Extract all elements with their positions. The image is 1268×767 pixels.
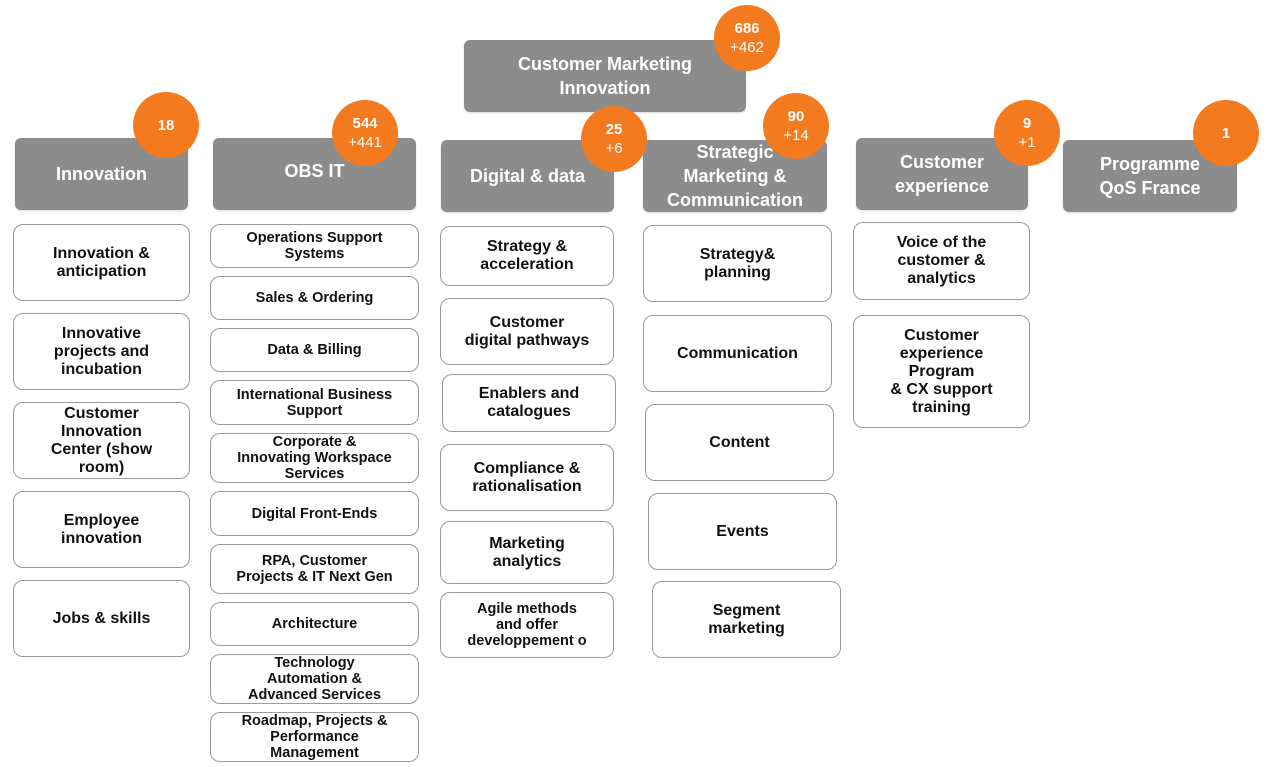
badge-obs-it: 544 +441 <box>332 100 398 166</box>
header-digital: Digital & data <box>441 140 614 212</box>
item-label: Corporate & Innovating Workspace Service… <box>237 434 392 482</box>
item-strategy-acceleration: Strategy & acceleration <box>440 226 614 286</box>
item-label: International Business Support <box>236 386 393 419</box>
item-technology-automation: Technology Automation & Advanced Service… <box>210 654 419 704</box>
item-label: Sales & Ordering <box>255 290 374 306</box>
top-badge-delta: +462 <box>730 39 764 56</box>
badge-cx-delta: +1 <box>1018 134 1036 151</box>
badge-obs-it-count: 544 <box>352 115 378 132</box>
item-label: Customer Innovation Center (show room) <box>50 404 153 476</box>
header-innovation-title: Innovation <box>56 164 147 184</box>
item-operations-support: Operations Support Systems <box>210 224 419 268</box>
item-sales-ordering: Sales & Ordering <box>210 276 419 320</box>
item-events: Events <box>648 493 837 570</box>
item-voice-of-customer: Voice of the customer & analytics <box>853 222 1030 300</box>
badge-innovation-count: 18 <box>157 116 175 134</box>
badge-obs-it-delta: +441 <box>348 134 382 151</box>
item-label: Architecture <box>271 616 358 632</box>
badge-digital-delta: +6 <box>605 140 623 157</box>
top-header: Customer Marketing Innovation <box>464 40 746 112</box>
item-label: Customer experience Program & CX support… <box>890 326 993 416</box>
item-data-billing: Data & Billing <box>210 328 419 372</box>
item-label: Digital Front-Ends <box>251 505 378 522</box>
item-label: Marketing analytics <box>489 534 565 570</box>
item-label: Communication <box>677 344 798 362</box>
item-label: Strategy& planning <box>699 245 776 281</box>
item-label: Events <box>716 522 769 540</box>
badge-qos: 1 <box>1193 100 1259 166</box>
item-roadmap-projects: Roadmap, Projects & Performance Manageme… <box>210 712 419 762</box>
badge-qos-count: 1 <box>1221 124 1231 142</box>
item-content: Content <box>645 404 834 481</box>
item-label: Compliance & rationalisation <box>472 459 582 495</box>
item-label: Employee innovation <box>61 511 142 547</box>
item-enablers-catalogues: Enablers and catalogues <box>442 374 616 432</box>
item-compliance-rationalisation: Compliance & rationalisation <box>440 444 614 511</box>
top-header-title: Customer Marketing Innovation <box>517 54 693 98</box>
item-customer-innovation-center: Customer Innovation Center (show room) <box>13 402 190 479</box>
badge-strategic-delta: +14 <box>783 127 809 144</box>
item-cx-program: Customer experience Program & CX support… <box>853 315 1030 428</box>
item-employee-innovation: Employee innovation <box>13 491 190 568</box>
header-digital-title: Digital & data <box>469 166 585 186</box>
item-corporate-workspace: Corporate & Innovating Workspace Service… <box>210 433 419 483</box>
item-communication: Communication <box>643 315 832 392</box>
header-obs-it-title: OBS IT <box>284 161 345 181</box>
item-label: Innovation & anticipation <box>53 244 150 280</box>
badge-digital: 25 +6 <box>581 106 647 172</box>
item-innovative-projects: Innovative projects and incubation <box>13 313 190 390</box>
top-badge: 686 +462 <box>714 5 780 71</box>
item-label: Operations Support Systems <box>246 230 383 262</box>
badge-strategic: 90 +14 <box>763 93 829 159</box>
item-label: Technology Automation & Advanced Service… <box>248 655 381 703</box>
item-label: Innovative projects and incubation <box>53 324 150 378</box>
item-segment-marketing: Segment marketing <box>652 581 841 658</box>
header-cx: Customer experience <box>856 138 1028 210</box>
item-rpa-customer-projects: RPA, Customer Projects & IT Next Gen <box>210 544 419 594</box>
item-label: Jobs & skills <box>52 609 151 627</box>
item-international-business: International Business Support <box>210 380 419 425</box>
header-cx-title: Customer experience <box>894 152 990 196</box>
item-customer-digital-pathways: Customer digital pathways <box>440 298 614 365</box>
item-label: Voice of the customer & analytics <box>896 234 987 287</box>
item-innovation-anticipation: Innovation & anticipation <box>13 224 190 301</box>
badge-cx: 9 +1 <box>994 100 1060 166</box>
item-digital-front-ends: Digital Front-Ends <box>210 491 419 536</box>
header-qos-title: Programme QoS France <box>1099 154 1201 198</box>
item-label: Agile methods and offer developpement o <box>467 601 587 649</box>
item-label: Strategy & acceleration <box>480 238 574 273</box>
header-strategic-title: Strategic Marketing & Communication <box>666 142 803 210</box>
badge-digital-count: 25 <box>605 121 623 138</box>
top-badge-count: 686 <box>734 20 760 37</box>
item-architecture: Architecture <box>210 602 419 646</box>
item-label: Content <box>709 433 770 451</box>
item-label: Roadmap, Projects & Performance Manageme… <box>241 713 388 761</box>
item-label: Customer digital pathways <box>464 313 590 349</box>
item-agile-methods: Agile methods and offer developpement o <box>440 592 614 658</box>
item-strategy-planning: Strategy& planning <box>643 225 832 302</box>
item-label: Enablers and catalogues <box>478 385 580 420</box>
badge-strategic-count: 90 <box>787 108 805 125</box>
badge-cx-count: 9 <box>1022 115 1032 132</box>
badge-innovation: 18 <box>133 92 199 158</box>
item-jobs-skills: Jobs & skills <box>13 580 190 657</box>
item-label: Segment marketing <box>708 601 785 637</box>
item-marketing-analytics: Marketing analytics <box>440 521 614 584</box>
item-label: RPA, Customer Projects & IT Next Gen <box>236 553 393 585</box>
item-label: Data & Billing <box>267 342 362 358</box>
